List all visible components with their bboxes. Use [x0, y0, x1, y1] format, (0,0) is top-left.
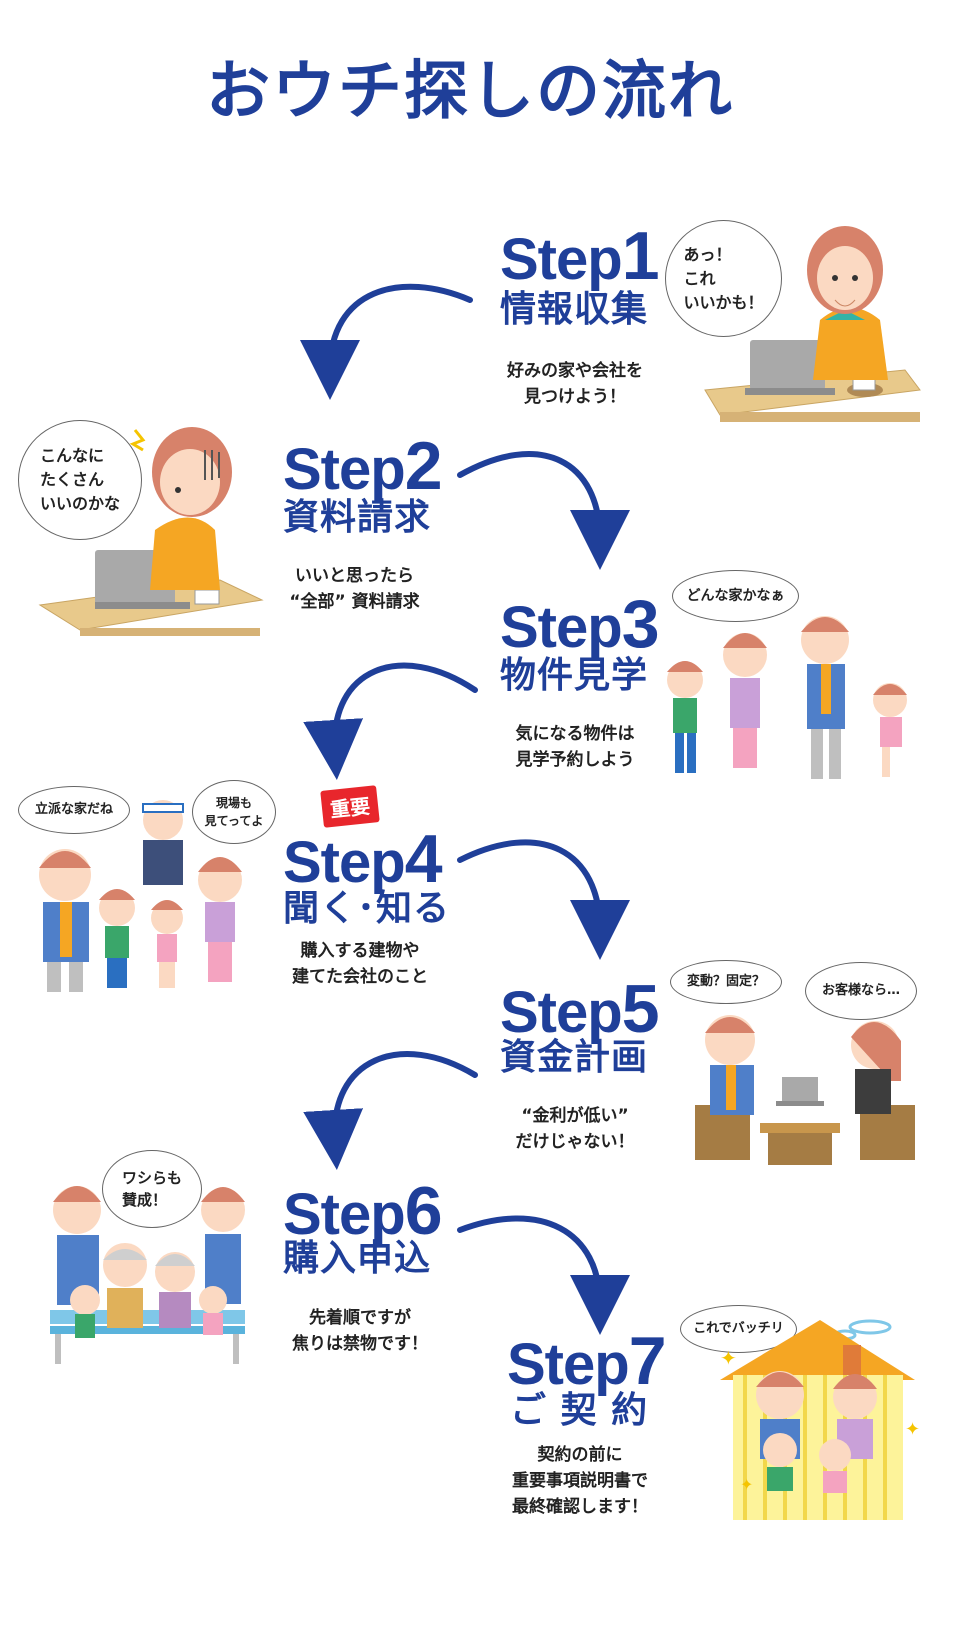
woman-laptop-illustration-1	[704, 226, 921, 422]
family-house-illustration: ✦ ✦ ✦	[720, 1319, 920, 1520]
speech-bubble-step4-family: 立派な家だね	[18, 786, 130, 834]
speech-bubble-step2: こんなに たくさん いいのかな	[18, 420, 142, 540]
step-2-caption: いいと思ったら “全部” 資料請求	[289, 566, 420, 612]
svg-text:✦: ✦	[905, 1419, 920, 1440]
step-3-heading: Step3	[500, 590, 660, 660]
step-3-label: Step	[500, 595, 623, 660]
arrow-5-6	[303, 1051, 478, 1170]
arrow-3-4	[303, 662, 478, 780]
step-1-label: Step	[500, 227, 623, 292]
speech-bubble-step6: ワシらも 賛成！	[102, 1150, 202, 1228]
step-4-label: Step	[283, 830, 406, 895]
svg-text:✦: ✦	[740, 1475, 753, 1494]
arrow-6-7	[457, 1215, 630, 1335]
step-2-name: 資料請求	[283, 497, 432, 538]
step-2-label: Step	[283, 437, 406, 502]
worried-woman-laptop-illustration	[38, 427, 264, 636]
step-4-number: 4	[404, 821, 443, 897]
step-4-name: 聞く･知る	[283, 888, 451, 929]
speech-bubble-step1: あっ！ これ いいかも！	[665, 220, 782, 337]
consultation-illustration	[695, 1015, 915, 1165]
step-1-name: 情報収集	[500, 289, 649, 330]
step-4-heading: Step4	[283, 825, 443, 895]
step-6-number: 6	[404, 1173, 443, 1249]
arrow-1-2	[300, 283, 473, 400]
step-3-number: 3	[621, 586, 660, 662]
step-7-label: Step	[507, 1332, 630, 1397]
step-1-heading: Step1	[500, 222, 660, 292]
speech-bubble-step5-agent: お客様なら…	[805, 962, 917, 1020]
step-7-heading: Step7	[507, 1327, 667, 1397]
step-2-heading: Step2	[283, 432, 443, 502]
step-3-caption: 気になる物件は 見学予約しよう	[515, 724, 635, 770]
step-5-number: 5	[621, 971, 660, 1047]
step-2-number: 2	[404, 428, 443, 504]
step-6-label: Step	[283, 1182, 406, 1247]
step-5-label: Step	[500, 980, 623, 1045]
step-5-heading: Step5	[500, 975, 660, 1045]
arrow-4-5	[457, 839, 630, 960]
step-7-number: 7	[628, 1323, 667, 1399]
important-badge: 重要	[320, 785, 380, 828]
speech-bubble-step3: どんな家かなぁ	[672, 570, 799, 622]
step-3-name: 物件見学	[500, 655, 649, 696]
step-5-name: 資金計画	[500, 1037, 649, 1078]
step-4-caption: 購入する建物や 建てた会社のこと	[292, 941, 428, 987]
arrow-2-3	[457, 451, 630, 570]
step-6-name: 購入申込	[283, 1238, 432, 1279]
family-builder-illustration	[39, 800, 242, 992]
step-5-caption: “金利が低い” だけじゃない！	[515, 1106, 635, 1152]
step-1-number: 1	[621, 218, 660, 294]
speech-bubble-step7: これでバッチリ	[680, 1305, 797, 1353]
speech-bubble-step5-customer: 変動？固定？	[670, 960, 782, 1004]
speech-bubble-step4-builder: 現場も 見てってよ	[192, 780, 276, 844]
step-7-name: ご 契 約	[510, 1390, 649, 1431]
step-6-heading: Step6	[283, 1177, 443, 1247]
step-6-caption: 先着順ですが 焦りは禁物です！	[292, 1308, 428, 1354]
family-bench-illustration	[50, 1186, 245, 1364]
step-1-caption: 好みの家や会社を 見つけよう！	[507, 361, 643, 407]
step-7-caption: 契約の前に 重要事項説明書で 最終確認します！	[512, 1445, 648, 1517]
family-walking-illustration	[667, 616, 907, 779]
page-title: おウチ探しの流れ	[206, 55, 734, 129]
svg-text:✦: ✦	[720, 1346, 737, 1370]
